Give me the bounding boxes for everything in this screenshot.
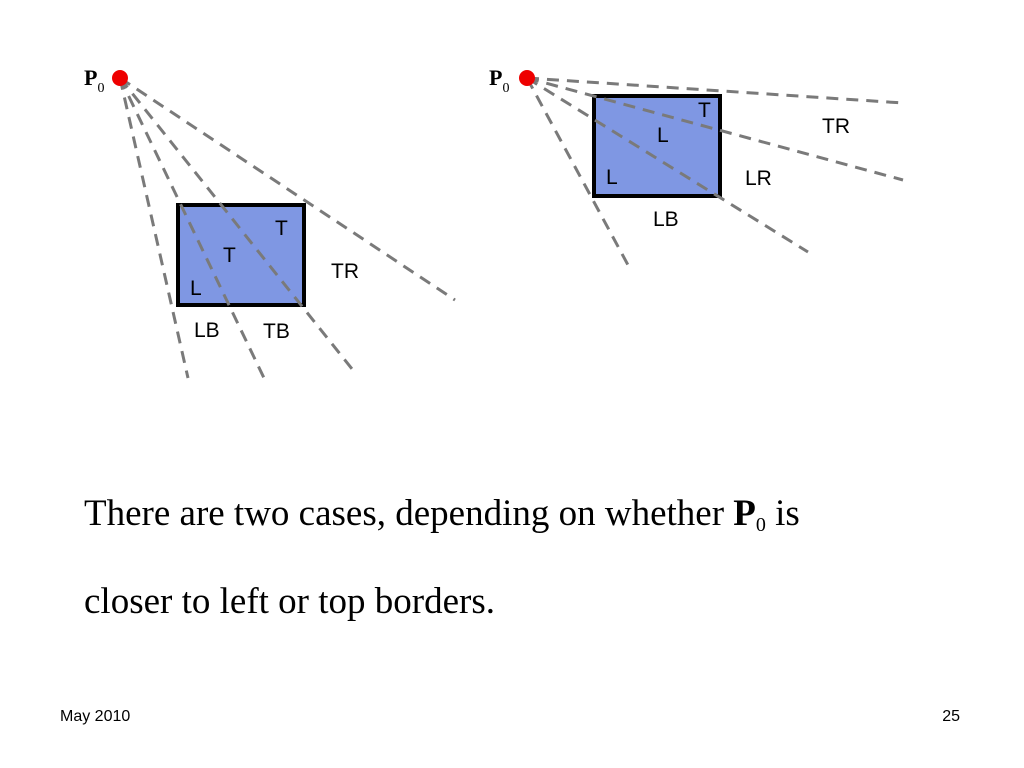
right-dashed-ray-3 [526,76,809,254]
right-region-label-tr: TR [822,115,850,138]
caption-text: There are two cases, depending on whethe… [84,470,984,646]
right-region-label-l-top: L [657,124,669,147]
left-dashed-ray-3 [118,77,358,375]
right-dashed-ray-4 [525,77,630,266]
right-point-label: P0 [489,65,509,96]
left-region-label-lb: LB [194,319,220,342]
left-region-label-l: L [190,277,202,300]
left-dashed-ray-4 [119,76,456,302]
right-point-p0 [519,70,535,86]
left-point-p0 [112,70,128,86]
left-dashed-ray-1 [118,77,190,379]
right-region-label-lr: LR [745,167,772,190]
right-clip-rectangle [592,94,722,198]
right-region-label-l-bottom: L [606,166,618,189]
footer-date: May 2010 [60,708,131,725]
left-region-label-tb: TB [263,320,290,343]
right-region-label-lb: LB [653,208,679,231]
left-region-label-tr: TR [331,260,359,283]
caption-p-subscript: 0 [755,514,766,536]
left-clip-rectangle [176,203,306,307]
caption-line2: closer to left or top borders. [84,581,495,622]
left-region-label-t-mid: T [223,244,236,267]
right-dashed-ray-2 [526,76,904,182]
caption-p-label: P [733,493,756,534]
left-case-diagram: P0 T T L LB TB TR [84,65,456,379]
left-point-label: P0 [84,65,104,96]
caption-line1-end: is [765,493,800,534]
caption-line1-start: There are two cases, depending on whethe… [84,493,734,534]
right-region-label-t: T [698,99,711,122]
left-dashed-ray-2 [118,77,266,379]
left-region-label-t-top: T [275,217,288,240]
right-case-diagram: P0 T L L TR LR LB [489,65,904,266]
right-dashed-ray-1 [526,76,904,105]
footer-page-number: 25 [942,708,960,725]
clipping-cases-diagram: P0 T T L LB TB TR P0 T L L TR LR LB [84,65,904,379]
